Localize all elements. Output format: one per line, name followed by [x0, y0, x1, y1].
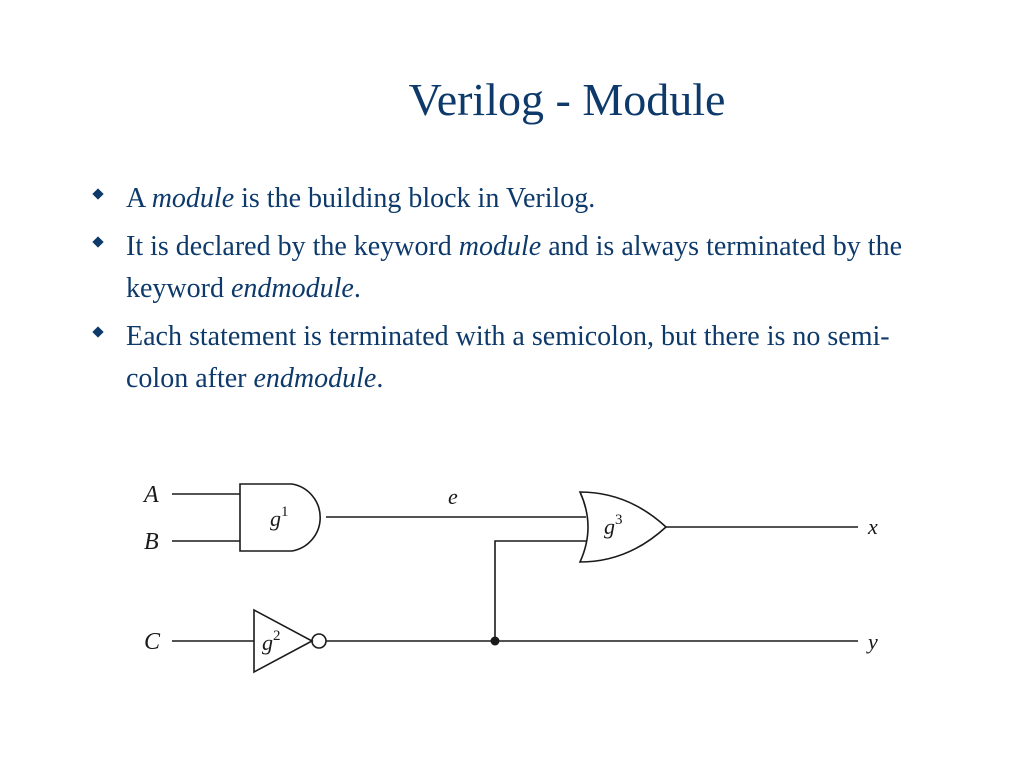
gate-label-g2: g2 [262, 628, 281, 655]
bullet-item: Each statement is terminated with a semi… [90, 316, 950, 400]
diamond-bullet-icon [92, 188, 104, 200]
bullet-text: Each statement is terminated with a semi… [126, 321, 890, 394]
bullet-keyword: module [458, 231, 542, 262]
gate-name: g [262, 630, 273, 655]
bullet-segment: and is always terminated by the keyword [126, 231, 903, 304]
gate-sup: 2 [273, 628, 281, 644]
wire-branch [494, 540, 586, 641]
diamond-bullet-icon [92, 236, 104, 248]
bullet-list: A module is the building block in Verilo… [90, 178, 950, 406]
bullet-segment: Each statement is terminated with a semi… [126, 321, 890, 394]
bullet-text: It is declared by the keyword module and… [126, 231, 902, 304]
bullet-keyword: module [151, 183, 235, 214]
bullet-text: A module is the building block in Verilo… [126, 183, 595, 214]
bullet-item: It is declared by the keyword module and… [90, 226, 950, 310]
not-gate-g2 [253, 608, 314, 674]
junction-dot-icon [490, 636, 500, 646]
wire-label-e: e [448, 484, 458, 509]
bullet-keyword: endmodule [230, 273, 354, 304]
or-gate-g3 [578, 491, 668, 563]
gate-name: g [270, 506, 281, 531]
gate-name: g [604, 514, 615, 539]
gate-label-g3: g3 [604, 512, 623, 539]
output-label-y: y [866, 629, 878, 654]
input-label-b: B [144, 529, 159, 555]
bullet-segment: It is declared by the keyword [126, 231, 459, 262]
inverter-bubble-icon [311, 633, 327, 649]
bullet-segment: is the building block in Verilog. [234, 183, 596, 214]
logic-circuit-diagram: A B C e g1 g3 g2 x y [142, 482, 878, 674]
gate-sup: 1 [281, 504, 289, 520]
gate-sup: 3 [615, 512, 623, 528]
bullet-keyword: endmodule [253, 363, 377, 394]
gate-label-g1: g1 [270, 504, 289, 531]
input-label-c: C [144, 629, 161, 655]
input-label-a: A [142, 482, 159, 508]
output-label-x: x [867, 514, 878, 539]
slide-title: Verilog - Module [408, 74, 726, 125]
diamond-bullet-icon [92, 326, 104, 338]
bullet-segment: . [353, 273, 361, 304]
bullet-item: A module is the building block in Verilo… [90, 178, 950, 220]
bullet-segment: . [376, 363, 384, 394]
bullet-segment: A [126, 183, 152, 214]
and-gate-g1 [239, 483, 321, 552]
